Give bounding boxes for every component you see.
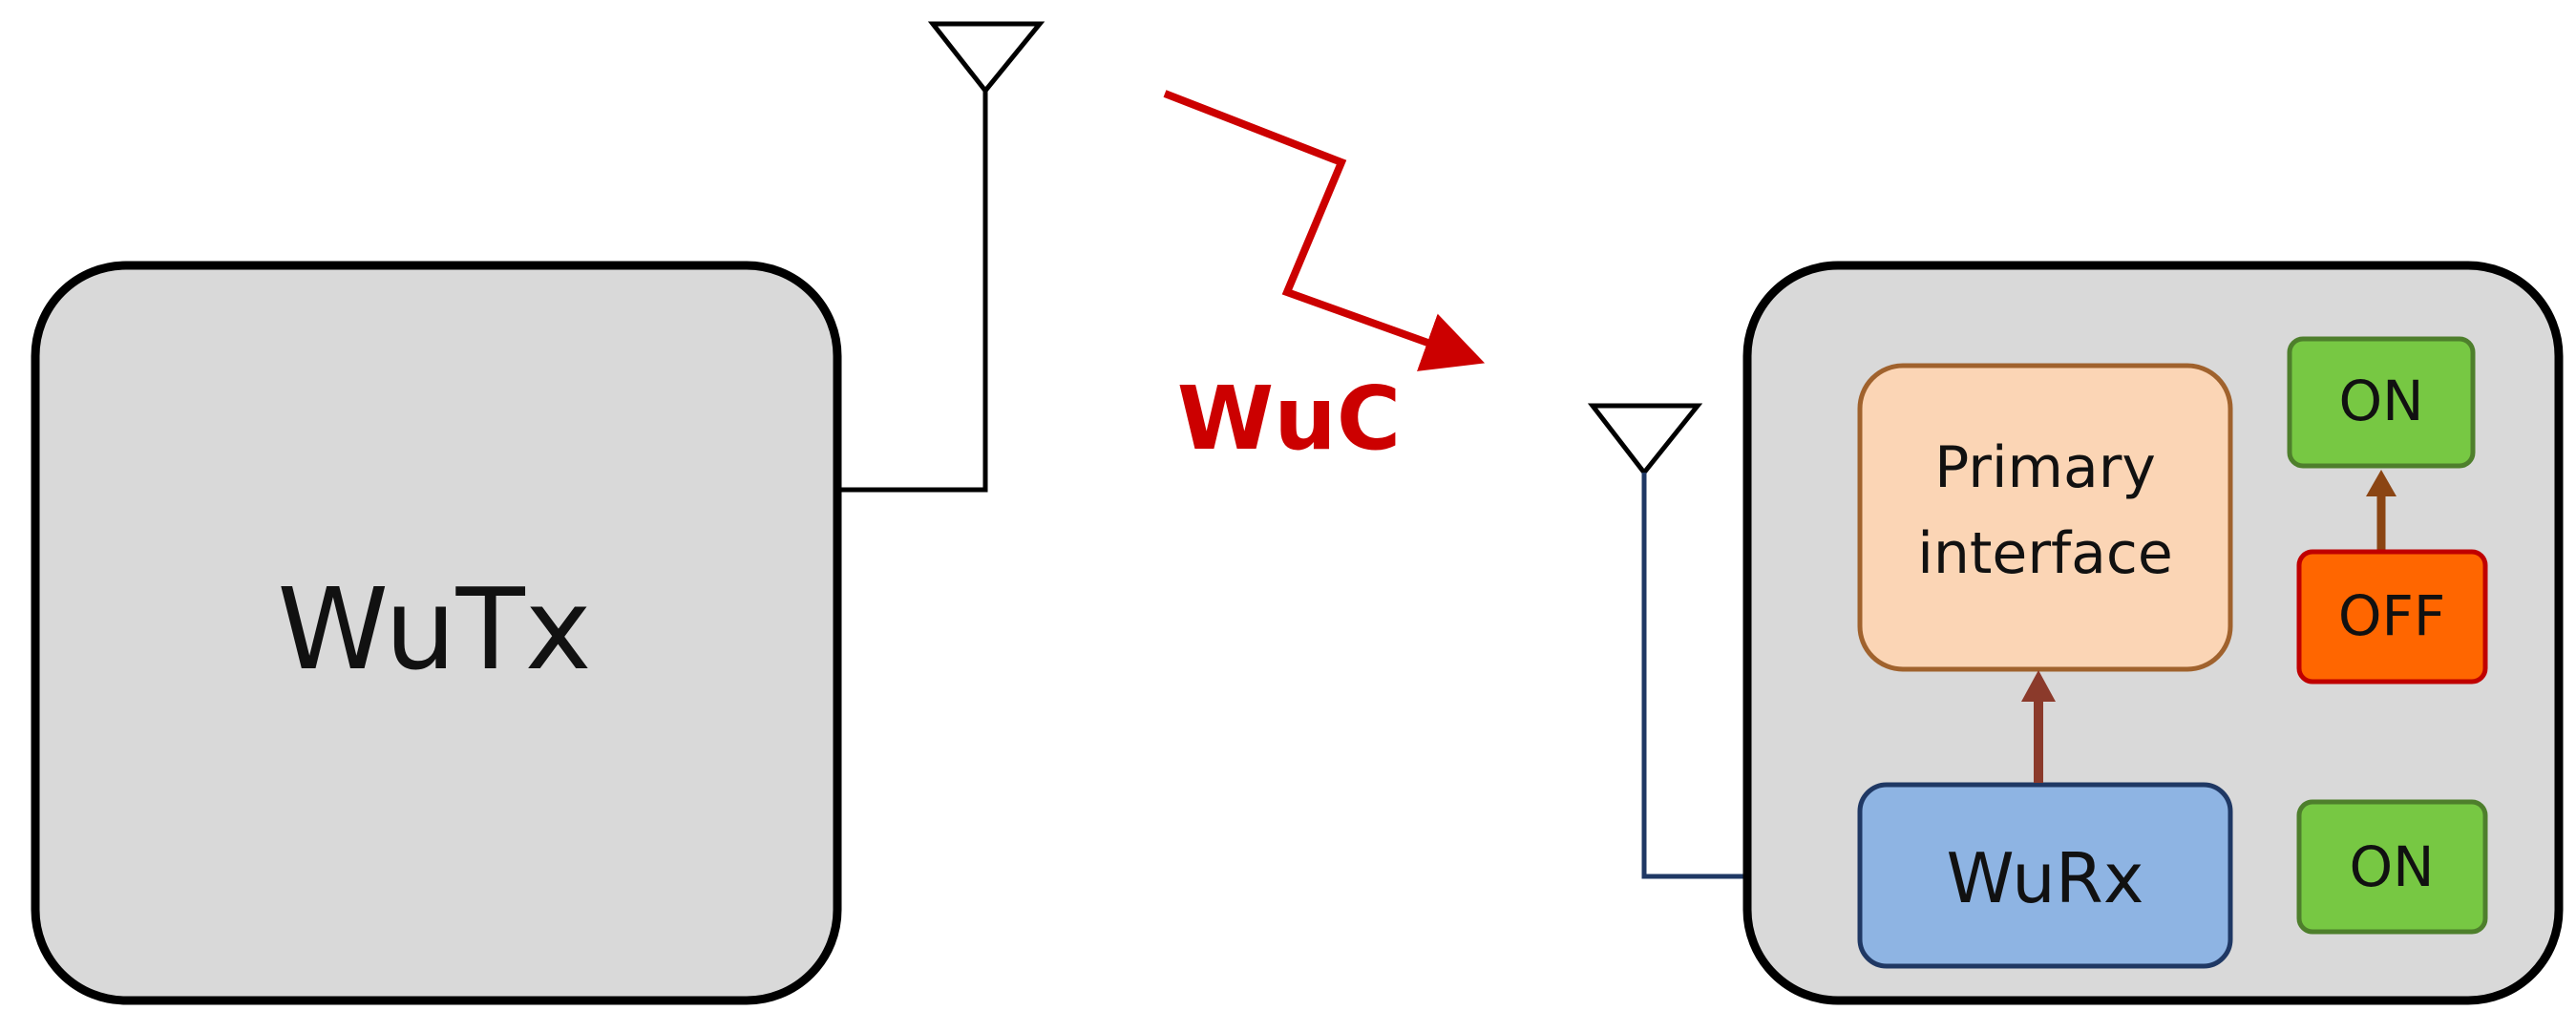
wutx-label: WuTx	[277, 563, 591, 695]
state-on-bottom-label: ON	[2349, 834, 2434, 899]
tx-antenna-icon	[927, 21, 1045, 95]
primary-interface-box	[1857, 363, 2233, 672]
wurx-label: WuRx	[1947, 838, 2144, 918]
wutx-box	[31, 261, 842, 1005]
state-on-top-box	[2287, 336, 2476, 469]
wurx-box	[1857, 782, 2233, 969]
tx-antenna	[837, 21, 1045, 493]
signal-zigzag-arrow	[1163, 90, 1486, 371]
state-off-label: OFF	[2338, 583, 2445, 648]
wake-arrow-head	[2021, 670, 2056, 702]
state-off-box	[2296, 549, 2488, 684]
wuc-signal: WuC	[1163, 90, 1486, 470]
rx-antenna-icon	[1587, 403, 1703, 477]
tx-antenna-wire	[837, 91, 988, 493]
primary-interface-label-line2: interface	[1917, 520, 2173, 587]
wuc-label: WuC	[1177, 368, 1402, 470]
receiver-device: Primary interface WuRx ON OFF ON	[1742, 261, 2564, 1005]
primary-interface-label-line1: Primary	[1934, 434, 2156, 501]
wutx-device: WuTx	[31, 261, 842, 1005]
state-arrow-head	[2366, 470, 2397, 496]
state-on-bottom-box	[2296, 799, 2488, 935]
state-on-top-label: ON	[2338, 369, 2423, 433]
